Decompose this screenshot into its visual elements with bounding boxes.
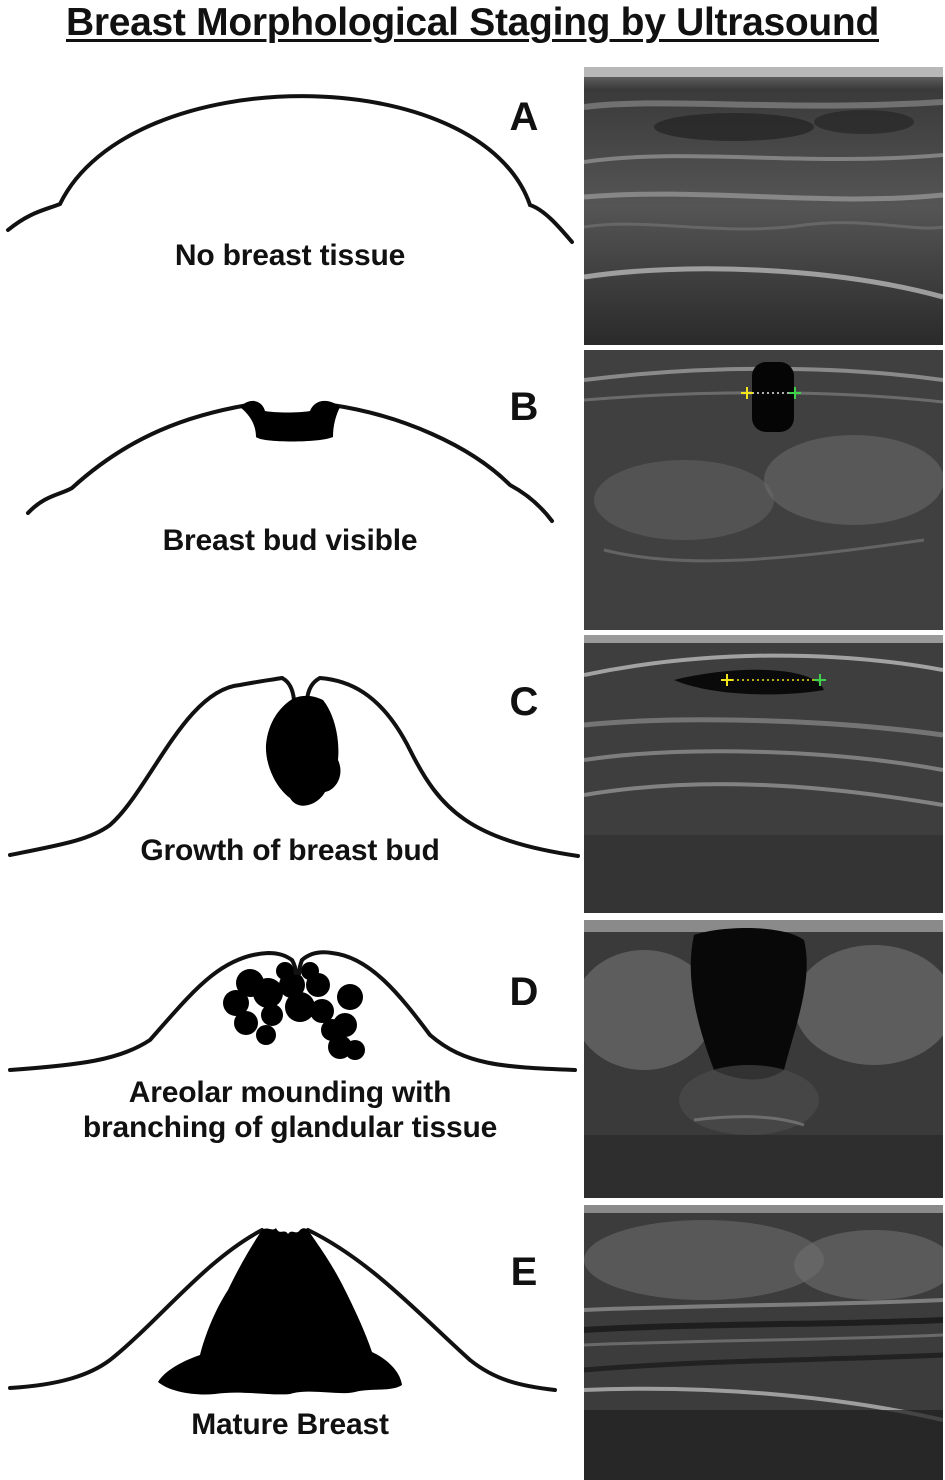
chest-outline <box>8 676 580 858</box>
caliper-marker-green <box>789 387 801 399</box>
stage-letter: B <box>509 385 539 429</box>
duct-strand <box>290 958 304 976</box>
ultrasound-scan <box>584 635 943 913</box>
schematic-no-breast-tissue <box>6 94 574 244</box>
breast-bud-shape <box>240 400 340 442</box>
schematic-mature-breast <box>8 1228 557 1395</box>
stage-letter: C <box>509 680 539 724</box>
stage-c: C Growth of breast bud <box>0 630 945 915</box>
stage-caption: No breast tissue <box>174 239 406 272</box>
caliper-marker-yellow <box>741 387 753 399</box>
stage-letter: E <box>510 1250 538 1294</box>
ultrasound-scan <box>584 350 943 630</box>
stage-caption: Growth of breast bud <box>140 834 440 867</box>
chest-outline <box>8 950 577 1072</box>
ultrasound-image <box>584 920 943 1198</box>
ultrasound-image <box>584 67 943 345</box>
stage-e: E Mature Breast <box>0 1200 945 1480</box>
stage-caption: Mature Breast <box>191 1408 389 1441</box>
ultrasound-image <box>584 635 943 913</box>
chest-outline <box>6 94 574 244</box>
schematic-breast-bud-visible <box>26 400 554 523</box>
ultrasound-scan <box>584 920 943 1198</box>
ultrasound-image <box>584 1205 943 1480</box>
chest-outline <box>8 1228 557 1392</box>
chest-outline <box>26 403 554 523</box>
stage-b: B Breast bud visible <box>0 345 945 630</box>
stage-a: A No breast tissue <box>0 0 945 345</box>
stage-caption: Breast bud visible <box>162 524 418 557</box>
stage-letter: D <box>509 970 539 1014</box>
mature-glandular-tissue <box>158 1228 402 1395</box>
stage-caption: Areolar mounding with branching of gland… <box>82 1076 498 1144</box>
caliper-marker-green <box>814 674 826 686</box>
breast-bud-shape <box>265 695 341 806</box>
branching-glandular-tissue <box>223 962 365 1060</box>
caliper-marker-yellow <box>721 674 733 686</box>
schematic-areolar-mounding <box>8 950 577 1072</box>
ultrasound-scan <box>584 1205 943 1480</box>
stage-d: D Areolar mounding with branching of gla… <box>0 915 945 1200</box>
figure-title: Breast Morphological Staging by Ultrasou… <box>66 1 879 44</box>
stage-letter: A <box>509 95 539 139</box>
ultrasound-scan <box>584 67 943 345</box>
schematic-growth-of-breast-bud <box>8 676 580 858</box>
ultrasound-image <box>584 350 943 630</box>
